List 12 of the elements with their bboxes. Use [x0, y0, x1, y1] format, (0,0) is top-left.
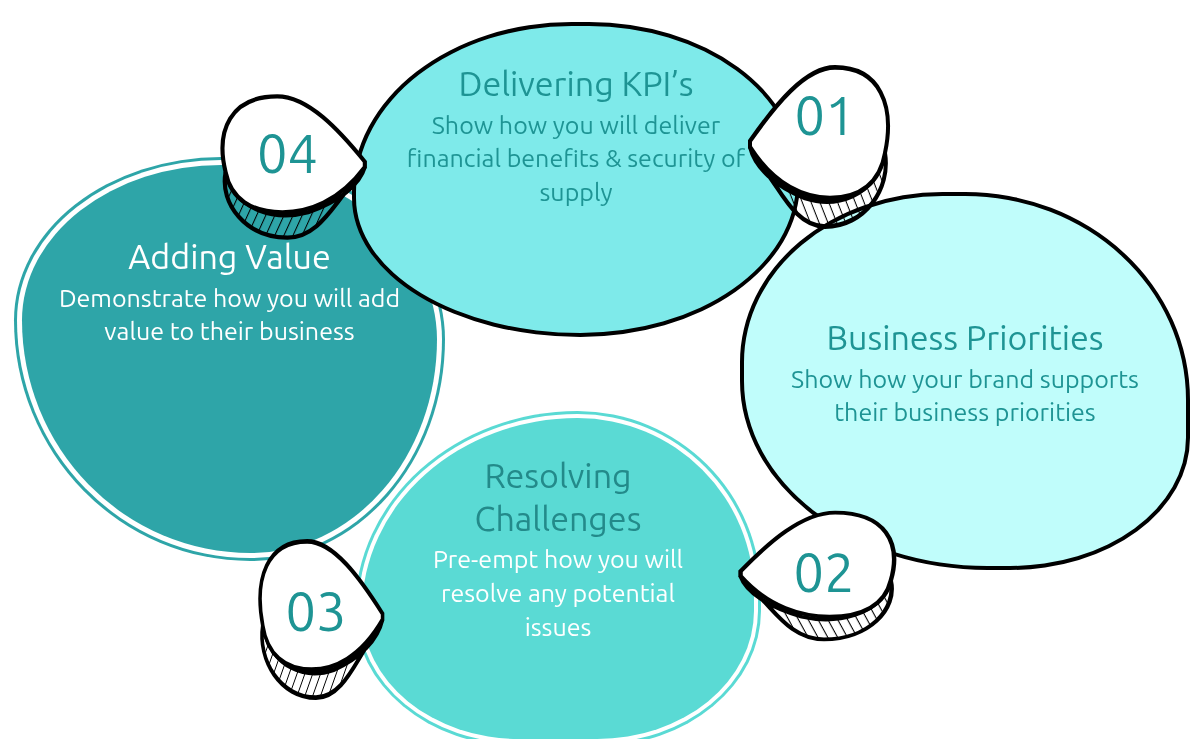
blob-description: Show how you will deliver financial benefits & security of supply	[406, 109, 746, 208]
blob-description: Show how your brand supports their business priorities	[790, 363, 1140, 429]
step-number: 04	[256, 126, 319, 180]
step-number: 01	[793, 88, 857, 142]
blob-heading: Business Priorities	[826, 317, 1104, 358]
step-number: 03	[284, 584, 348, 638]
blob-description: Demonstrate how you will add value to their business	[57, 282, 402, 348]
blob-description: Pre-empt how you will resolve any potential issues	[432, 544, 684, 643]
step-number: 02	[792, 545, 856, 599]
blob-heading: Delivering KPI’s	[458, 63, 694, 104]
blob-heading: Resolving Challenges	[473, 455, 643, 539]
blob-heading: Adding Value	[128, 236, 331, 277]
